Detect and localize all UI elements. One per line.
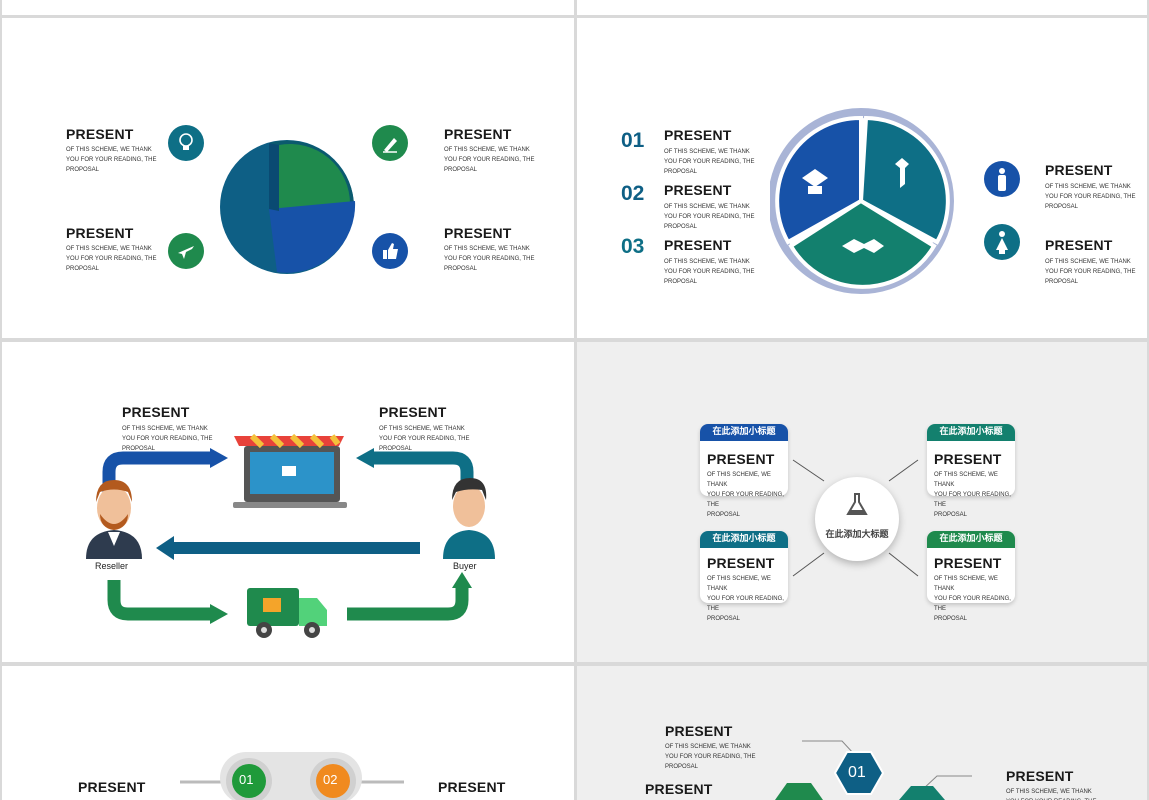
present-heading: PRESENT: [444, 126, 512, 142]
topic-card[interactable]: 在此添加小标题 PRESENT OF THIS SCHEME, WE THANK…: [700, 531, 788, 622]
flask-icon: [846, 493, 868, 515]
buyer-label: Buyer: [453, 561, 477, 571]
present-heading: PRESENT: [78, 779, 146, 795]
present-heading: PRESENT: [645, 781, 713, 797]
pill-connector: [180, 752, 404, 800]
present-heading: PRESENT: [122, 404, 190, 420]
present-heading: PRESENT: [664, 127, 732, 143]
present-heading: PRESENT: [379, 404, 447, 420]
hexagon-graphic: [775, 740, 972, 800]
number-label: 03: [621, 235, 645, 258]
present-heading: PRESENT: [444, 225, 512, 241]
present-heading: PRESENT: [934, 555, 1002, 571]
center-title: 在此添加大标题: [825, 530, 889, 540]
center-node[interactable]: 在此添加大标题: [815, 477, 899, 561]
connector-lines: [792, 459, 919, 577]
slide-process-pills[interactable]: PRESENT PRESENT 01 02: [2, 666, 574, 800]
plane-icon: [168, 233, 204, 269]
topic-card[interactable]: 在此添加小标题 PRESENT OF THIS SCHEME, WE THANK…: [927, 424, 1015, 518]
subtitle-tag: 在此添加小标题: [927, 531, 1015, 548]
reseller-label: Reseller: [95, 561, 129, 571]
present-heading: PRESENT: [438, 779, 506, 795]
subtitle-tag: 在此添加小标题: [927, 424, 1015, 441]
slide-top-right-partial[interactable]: [577, 0, 1147, 15]
present-heading: PRESENT: [66, 126, 134, 142]
number-label: 02: [621, 182, 645, 205]
present-heading: PRESENT: [707, 451, 775, 467]
subtitle-tag: 在此添加小标题: [700, 424, 788, 441]
present-heading: PRESENT: [664, 237, 732, 253]
present-heading: PRESENT: [1006, 768, 1074, 784]
topic-card[interactable]: 在此添加小标题 PRESENT OF THIS SCHEME, WE THANK…: [700, 424, 788, 518]
man-icon: [984, 161, 1020, 197]
slide-mindmap[interactable]: 在此添加大标题 在此添加小标题 PRESENT OF THIS SCHEME, …: [577, 342, 1147, 662]
globe-graphic: [220, 140, 356, 274]
present-heading: PRESENT: [934, 451, 1002, 467]
pen-icon: [372, 125, 408, 161]
slide-cycle[interactable]: 01 02 03 PRESENT OF THIS SCHEME, WE THAN…: [577, 18, 1147, 338]
supply-chain-graphic: [86, 433, 495, 638]
step-number: 02: [323, 772, 338, 787]
number-label: 01: [621, 129, 645, 152]
subtitle-tag: 在此添加小标题: [700, 531, 788, 548]
cycle-graphic: [770, 108, 954, 294]
present-heading: PRESENT: [1045, 237, 1113, 253]
present-heading: PRESENT: [66, 225, 134, 241]
thumbs-up-icon: [372, 233, 408, 269]
present-heading: PRESENT: [664, 182, 732, 198]
step-number: 01: [239, 772, 254, 787]
present-heading: PRESENT: [1045, 162, 1113, 178]
hex-number: 01: [848, 764, 866, 781]
woman-icon: [984, 224, 1020, 260]
lightbulb-icon: [168, 125, 204, 161]
present-heading: PRESENT: [665, 723, 733, 739]
topic-card[interactable]: 在此添加小标题 PRESENT OF THIS SCHEME, WE THANK…: [927, 531, 1015, 622]
slide-top-left-partial[interactable]: [2, 0, 574, 15]
present-heading: PRESENT: [707, 555, 775, 571]
